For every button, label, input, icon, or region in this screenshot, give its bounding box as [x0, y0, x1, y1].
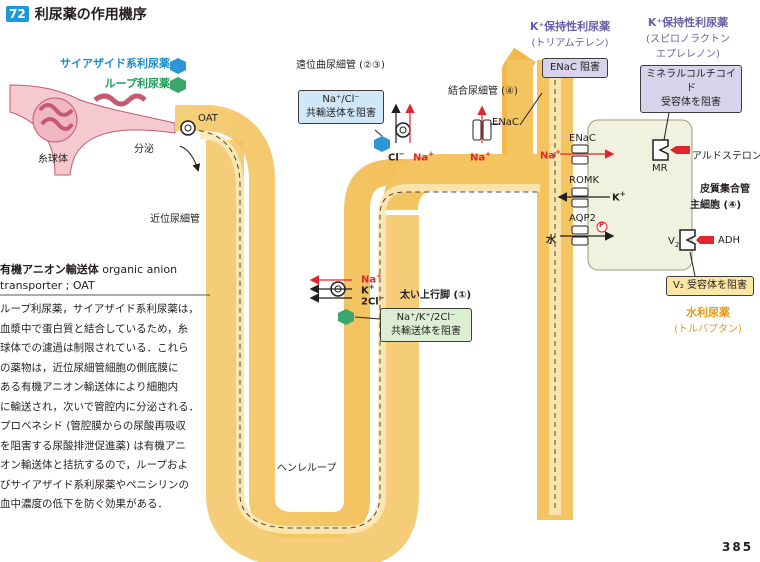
body-line: の薬物は，近位尿細管細胞の側底膜に — [0, 361, 179, 374]
aquaretic: 水利尿薬 (トルバプタン) — [674, 306, 742, 335]
oat-heading: 有機アニオン輸送体 organic anion transporter ; OA… — [0, 263, 178, 292]
loop-k-ion: K+ — [361, 283, 375, 297]
body-line: 血中濃度の低下を防ぐ効果がある． — [0, 498, 168, 510]
glomerulus-shape — [9, 84, 176, 176]
body-line: ループ利尿薬，サイアザイド系利尿薬は， — [0, 303, 199, 315]
phospho-label: P — [599, 221, 605, 229]
enac-label: ENaC — [492, 117, 519, 128]
section-number: 72 — [6, 6, 29, 22]
nkcc-transporter-icon — [309, 275, 352, 303]
secretion-arrow — [179, 145, 201, 172]
body-line: 血漿中で蛋白質と結合しているため，糸 — [0, 322, 189, 335]
principal-na-ion: Na+ — [540, 148, 561, 162]
legend-thiazide-label: サイアザイド系利尿薬 — [60, 57, 170, 70]
page-title: 利尿薬の作用機序 — [34, 7, 147, 23]
thiazide-hex-icon — [374, 136, 390, 152]
aldosterone-label: アルドステロン — [692, 151, 760, 162]
body-line: プロベネシド (管腔膜からの尿酸再吸収 — [0, 420, 186, 432]
legend-loop-label: ループ利尿薬 — [104, 77, 170, 90]
principal-cell-label: 皮質集合管 — [700, 184, 750, 195]
adh-label: ADH — [718, 235, 741, 246]
body-line: 球体での濾過は制限されている．これら — [0, 342, 189, 354]
aqp2-channel-icon — [560, 221, 615, 246]
v2-receptor-icon — [679, 229, 714, 251]
water-label: 水 — [546, 235, 556, 246]
mr-label: MR — [652, 163, 668, 174]
distal-transporter-icon — [391, 103, 415, 143]
collecting-na-ion: Na+ — [470, 150, 491, 164]
k-sparing-1: K⁺保持性利尿薬 (トリアムテレン) — [529, 20, 611, 49]
page-number: 385 — [722, 540, 754, 554]
body-text: ループ利尿薬，サイアザイド系利尿薬は， 血漿中で蛋白質と結合しているため，糸球体で… — [0, 300, 212, 515]
mr-block-box: ミネラルコルチコイド 受容体を阻害 — [640, 65, 742, 113]
distal-leader — [374, 129, 383, 137]
enac-channel-icon — [472, 105, 492, 143]
romk-label: ROMK — [569, 175, 600, 186]
glomerulus-label: 糸球体 — [38, 154, 68, 165]
distal-block-box: Na⁺/Cl⁻ 共輸送体を阻害 — [298, 90, 384, 124]
tubule-path — [175, 47, 573, 562]
loop-na-ion: Na+ — [361, 272, 382, 286]
principal-cell-label2: 主細胞 (④) — [690, 200, 742, 211]
distal-cl-ion: Cl− — [388, 150, 405, 164]
enac-block-leader — [519, 92, 543, 126]
collecting-label: 結合尿細管 (④) — [448, 86, 518, 97]
loop-2cl-ion: 2Cl− — [361, 294, 385, 308]
proximal-label: 近位尿細管 — [150, 214, 200, 225]
mr-receptor-icon — [652, 139, 690, 161]
loop-block-box: Na⁺/K⁺/2Cl⁻ 共輸送体を阻害 — [380, 308, 472, 342]
body-line: に輸送され，次いで管腔内に分泌される． — [0, 400, 200, 413]
page-header: 72 利尿薬の作用機序 — [6, 4, 147, 24]
body-line: を阻害する尿酸排泄促進薬) は有機アニ — [0, 439, 186, 452]
k-sparing-2: K⁺保持性利尿薬 (スピロノラクトン エプレレノン) — [646, 16, 730, 60]
body-line: オン輸送体と拮抗するので，ループおよ — [0, 459, 188, 471]
oat-label: OAT — [198, 113, 218, 124]
romk-channel-icon — [557, 187, 610, 208]
distal-label: 遠位曲尿細管 (②③) — [296, 60, 385, 71]
legend-thiazide-icon — [170, 58, 186, 74]
v2-label: V2 — [668, 236, 680, 249]
enac-block-box: ENaC 阻害 — [542, 58, 608, 78]
body-line: ある有機アニオン輸送体により細胞内 — [0, 381, 179, 393]
aqp2-label: AQP2 — [569, 213, 596, 224]
loop-hex-icon — [338, 309, 354, 325]
principal-k-ion: K+ — [612, 190, 626, 204]
enac2-label: ENaC — [569, 133, 596, 144]
henle-label: ヘンレループ — [277, 463, 337, 474]
v2-leader — [689, 251, 696, 277]
v2-block-box: V₂ 受容体を阻害 — [666, 276, 754, 296]
enac-principal-icon — [560, 144, 615, 165]
thick-ascending-label: 太い上行脚 (①) — [400, 290, 472, 301]
loop-leader — [354, 316, 381, 320]
body-line: びサイアザイド系利尿薬やペニシリンの — [0, 478, 189, 491]
distal-na-ion: Na+ — [413, 150, 434, 164]
legend-loop-icon — [170, 77, 186, 93]
oat-transporter-icon — [180, 120, 196, 136]
secretion-label: 分泌 — [134, 144, 154, 155]
